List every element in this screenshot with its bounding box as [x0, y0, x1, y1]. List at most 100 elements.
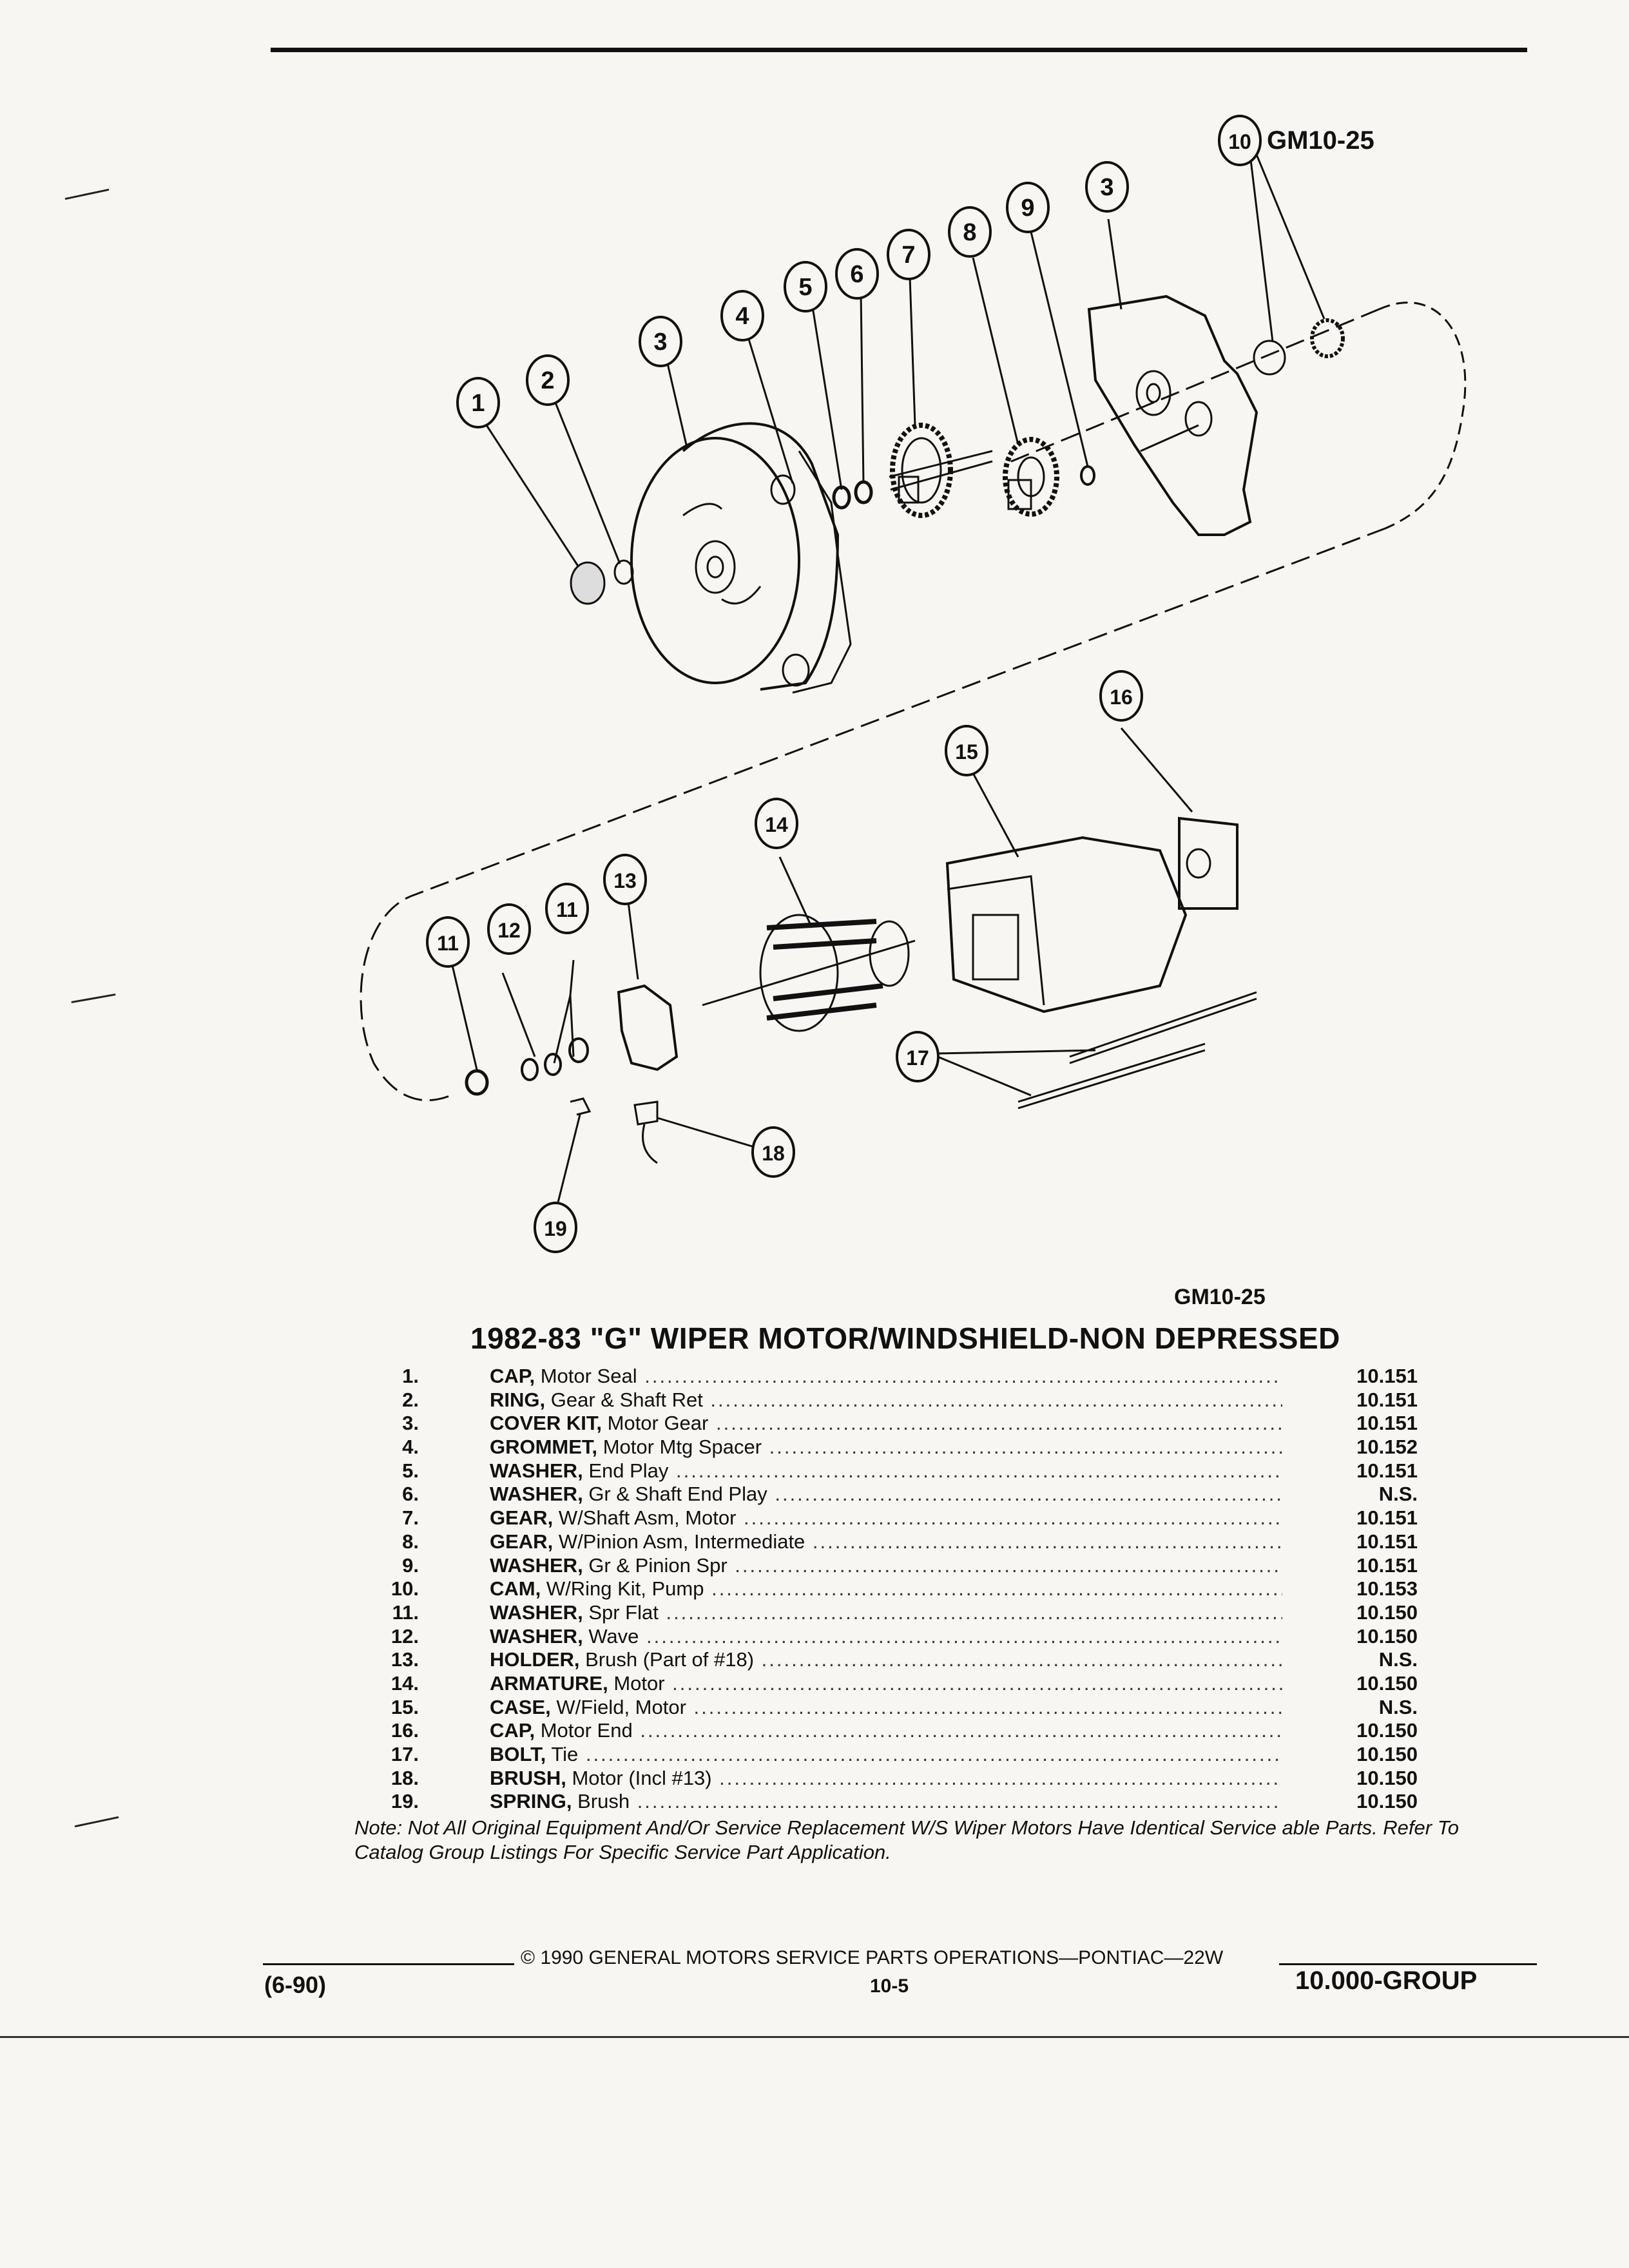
callout-2: 2 — [541, 367, 554, 394]
part-description: COVER KIT, Motor Gear ..................… — [490, 1412, 1282, 1435]
part-number: 5. — [402, 1459, 419, 1482]
leader-dots: ........................................… — [769, 1436, 1282, 1459]
parts-list: 1.CAP, Motor Seal ......................… — [361, 1365, 1418, 1814]
part-name: WASHER, — [490, 1483, 583, 1506]
part-row: 12.WASHER, Wave ........................… — [361, 1625, 1418, 1649]
part-group: 10.150 — [1356, 1719, 1418, 1742]
part-group: 10.151 — [1356, 1459, 1418, 1482]
part-description: WASHER, End Play .......................… — [490, 1459, 1282, 1483]
part-group: 10.151 — [1356, 1530, 1418, 1553]
top-rule — [271, 48, 1527, 52]
part-name: WASHER, — [490, 1553, 583, 1577]
leader-dots: ........................................… — [719, 1766, 1282, 1789]
callout-14: 14 — [765, 813, 788, 836]
part-description: ARMATURE, Motor ........................… — [490, 1672, 1282, 1695]
leader-dots: ........................................… — [735, 1553, 1282, 1577]
callout-12: 12 — [497, 919, 521, 942]
part-row: 15. CASE, W/Field, Motor ................… — [361, 1696, 1418, 1720]
tie-bolt-2 — [1069, 991, 1257, 1064]
motor-brush — [633, 1100, 659, 1164]
part-detail: Spr Flat — [588, 1600, 659, 1624]
callout-3a: 3 — [653, 329, 667, 356]
leader-dots: ........................................… — [761, 1648, 1282, 1671]
service-note: Note: Not All Original Equipment And/Or … — [354, 1816, 1460, 1863]
callout-6: 6 — [850, 261, 863, 288]
part-row: 19. SPRING, Brush .......................… — [361, 1790, 1418, 1814]
cam-ring — [1310, 318, 1345, 358]
part-description: CAM, W/Ring Kit, Pump ..................… — [490, 1577, 1282, 1600]
part-group: 10.150 — [1356, 1600, 1418, 1624]
part-row: 16.CAP, Motor End ......................… — [361, 1719, 1418, 1743]
callout-5: 5 — [798, 274, 812, 301]
part-group: N.S. — [1378, 1648, 1418, 1671]
leader-dots: ........................................… — [693, 1695, 1282, 1718]
motor-gear-shaft — [889, 423, 993, 518]
part-row: 3. COVER KIT, Motor Gear ................… — [361, 1412, 1418, 1436]
part-detail: W/Ring Kit, Pump — [546, 1577, 704, 1600]
part-number: 17. — [390, 1743, 419, 1765]
wave-washer-1 — [521, 1058, 539, 1081]
callout-11b: 11 — [556, 898, 578, 921]
part-description: BOLT, Tie ..............................… — [490, 1743, 1282, 1766]
part-number: 15. — [390, 1695, 419, 1718]
part-detail: W/Shaft Asm, Motor — [558, 1506, 737, 1530]
part-row: 5. WASHER, End Play .....................… — [361, 1459, 1418, 1483]
part-name: GROMMET, — [490, 1436, 598, 1459]
brush-holder — [617, 984, 679, 1072]
leader-dots: ........................................… — [640, 1719, 1282, 1742]
part-description: SPRING, Brush ..........................… — [490, 1790, 1282, 1813]
motor-end-cap — [1178, 816, 1239, 910]
part-number: 2. — [402, 1388, 419, 1411]
part-number: 9. — [402, 1553, 419, 1577]
part-row: 8.GEAR, W/Pinion Asm, Intermediate .....… — [361, 1530, 1418, 1554]
motor-case — [945, 836, 1188, 1014]
part-number: 3. — [402, 1412, 419, 1435]
part-name: WASHER, — [490, 1624, 583, 1648]
part-detail: Motor — [613, 1671, 665, 1695]
callout-9: 9 — [1021, 195, 1034, 222]
page-number: 10-5 — [870, 1975, 909, 1997]
end-play-washer — [832, 485, 851, 510]
brush-spring — [570, 1097, 592, 1116]
part-description: WASHER, Spr Flat .......................… — [490, 1601, 1282, 1624]
shaft-washer — [854, 480, 873, 505]
part-detail: Motor Mtg Spacer — [602, 1436, 762, 1459]
part-detail: Motor Gear — [607, 1412, 709, 1435]
part-description: CASE, W/Field, Motor ...................… — [490, 1696, 1282, 1719]
part-description: BRUSH, Motor (Incl #13) ................… — [490, 1767, 1282, 1790]
part-description: GROMMET, Motor Mtg Spacer ..............… — [490, 1436, 1282, 1459]
part-row: 7.GEAR, W/Shaft Asm, Motor .............… — [361, 1506, 1418, 1530]
part-row: 4.GROMMET, Motor Mtg Spacer ............… — [361, 1436, 1418, 1459]
part-row: 18.BRUSH, Motor (Incl #13) .............… — [361, 1767, 1418, 1791]
leader-dots: ........................................… — [812, 1530, 1282, 1553]
part-detail: W/Pinion Asm, Intermediate — [558, 1530, 805, 1553]
footer-date: (6-90) — [264, 1972, 327, 1998]
part-detail: Tie — [551, 1743, 579, 1765]
part-row: 14.ARMATURE, Motor .....................… — [361, 1672, 1418, 1696]
part-detail: Gear & Shaft Ret — [550, 1388, 703, 1411]
callout-7: 7 — [901, 242, 915, 269]
callout-4: 4 — [735, 303, 749, 330]
leader-dots: ........................................… — [711, 1577, 1282, 1600]
part-name: HOLDER, — [490, 1648, 580, 1671]
part-number: 8. — [402, 1530, 419, 1553]
callout-18: 18 — [762, 1142, 785, 1165]
part-row: 11. WASHER, Spr Flat ....................… — [361, 1601, 1418, 1625]
part-name: GEAR, — [490, 1506, 554, 1530]
part-group: 10.150 — [1356, 1743, 1418, 1765]
part-group: 10.151 — [1356, 1553, 1418, 1577]
leader-dots: ........................................… — [710, 1388, 1282, 1411]
retaining-ring — [613, 559, 634, 585]
part-name: BOLT, — [490, 1743, 546, 1765]
part-description: GEAR, W/Shaft Asm, Motor ...............… — [490, 1506, 1282, 1530]
part-number: 19. — [390, 1790, 419, 1813]
part-detail: Brush (Part of #18) — [585, 1648, 755, 1671]
part-group: 10.150 — [1356, 1766, 1418, 1789]
part-number: 13. — [390, 1648, 419, 1671]
callout-15: 15 — [955, 740, 978, 764]
part-name: BRUSH, — [490, 1766, 566, 1789]
part-number: 11. — [392, 1600, 419, 1624]
callout-16: 16 — [1110, 686, 1133, 709]
callout-19: 19 — [544, 1217, 567, 1240]
part-group: 10.152 — [1356, 1436, 1418, 1459]
